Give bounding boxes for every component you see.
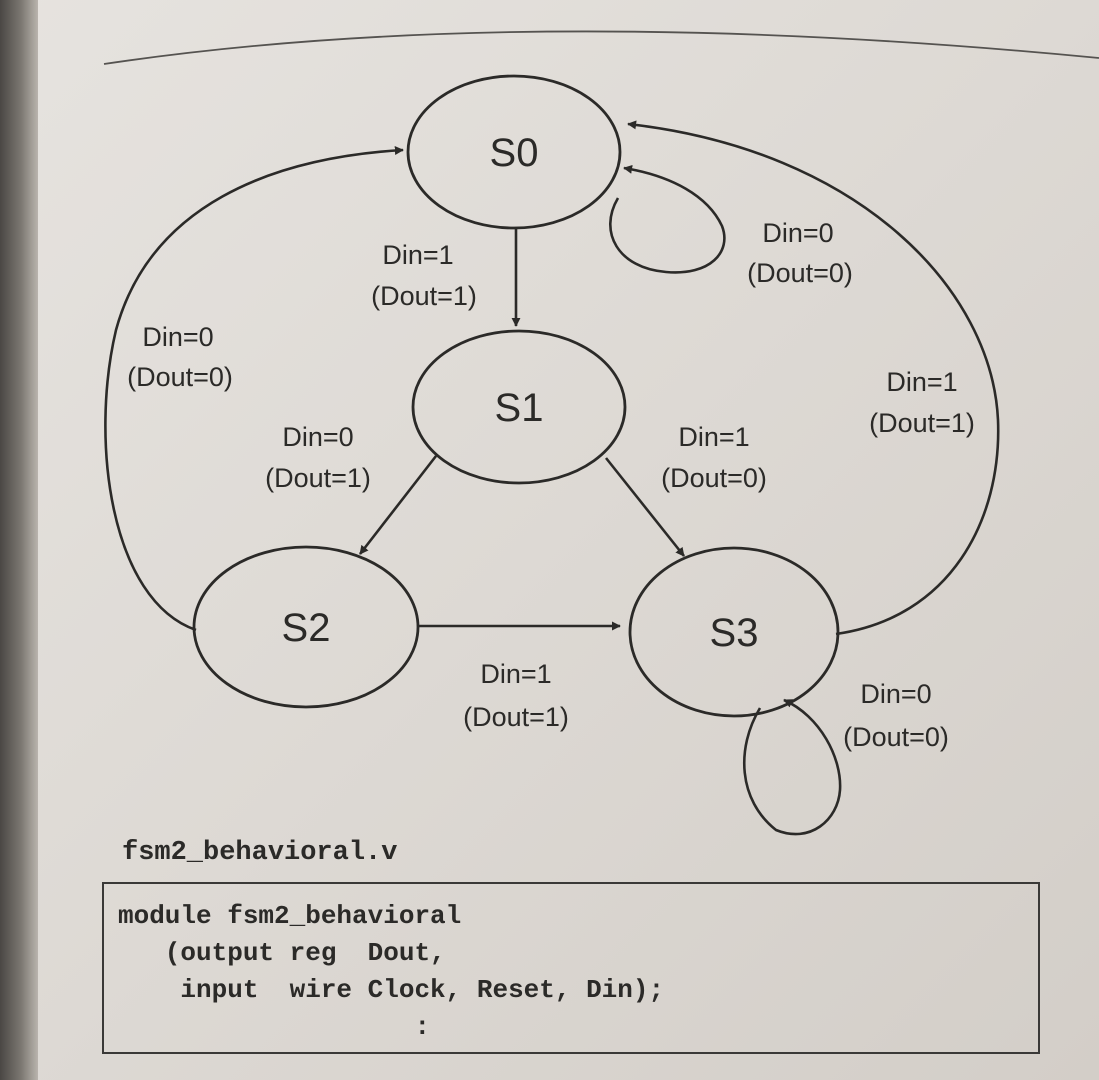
- state-s2: S2: [192, 545, 420, 709]
- label-s2-s0-input: Din=0: [142, 322, 213, 352]
- label-s2-s3-input: Din=1: [480, 659, 551, 689]
- label-s0-s1-input: Din=1: [382, 240, 453, 270]
- code-line: (output reg Dout,: [118, 938, 446, 968]
- book-binding: [0, 0, 38, 1080]
- label-s3-s0-input: Din=1: [886, 367, 957, 397]
- state-s0-label: S0: [490, 131, 539, 175]
- state-s1: S1: [411, 329, 627, 485]
- page-rule: [103, 30, 1099, 65]
- edge-s2-s0: [104, 145, 404, 632]
- edge-s3-s0: [627, 120, 1000, 636]
- label-s1-s3-output: (Dout=0): [661, 463, 767, 493]
- code-line: input wire Clock, Reset, Din);: [118, 975, 665, 1005]
- edge-s1-s2: [358, 455, 438, 555]
- state-s0: S0: [406, 74, 622, 230]
- label-s1-s2-input: Din=0: [282, 422, 353, 452]
- label-s1-s2-output: (Dout=1): [265, 463, 371, 493]
- code-filename: fsm2_behavioral.v: [122, 838, 398, 868]
- code-line: module fsm2_behavioral: [118, 901, 462, 931]
- label-s3-self-input: Din=0: [860, 679, 931, 709]
- state-s3-label: S3: [710, 611, 759, 655]
- label-s0-self-input: Din=0: [762, 218, 833, 248]
- state-s1-label: S1: [495, 386, 544, 430]
- edge-s3-self: [743, 698, 842, 836]
- code-listing: module fsm2_behavioral (output reg Dout,…: [102, 882, 1040, 1054]
- edge-s1-s3: [604, 457, 686, 557]
- label-s3-s0-output: (Dout=1): [869, 408, 975, 438]
- edge-s0-self: [609, 164, 726, 274]
- label-s1-s3-input: Din=1: [678, 422, 749, 452]
- label-s0-s1-output: (Dout=1): [371, 281, 477, 311]
- code-line: :: [118, 1012, 431, 1042]
- label-s2-s0-output: (Dout=0): [127, 362, 233, 392]
- state-s2-label: S2: [282, 606, 331, 650]
- state-s3: S3: [628, 546, 840, 718]
- label-s0-self-output: (Dout=0): [747, 258, 853, 288]
- label-s2-s3-output: (Dout=1): [463, 702, 569, 732]
- label-s3-self-output: (Dout=0): [843, 722, 949, 752]
